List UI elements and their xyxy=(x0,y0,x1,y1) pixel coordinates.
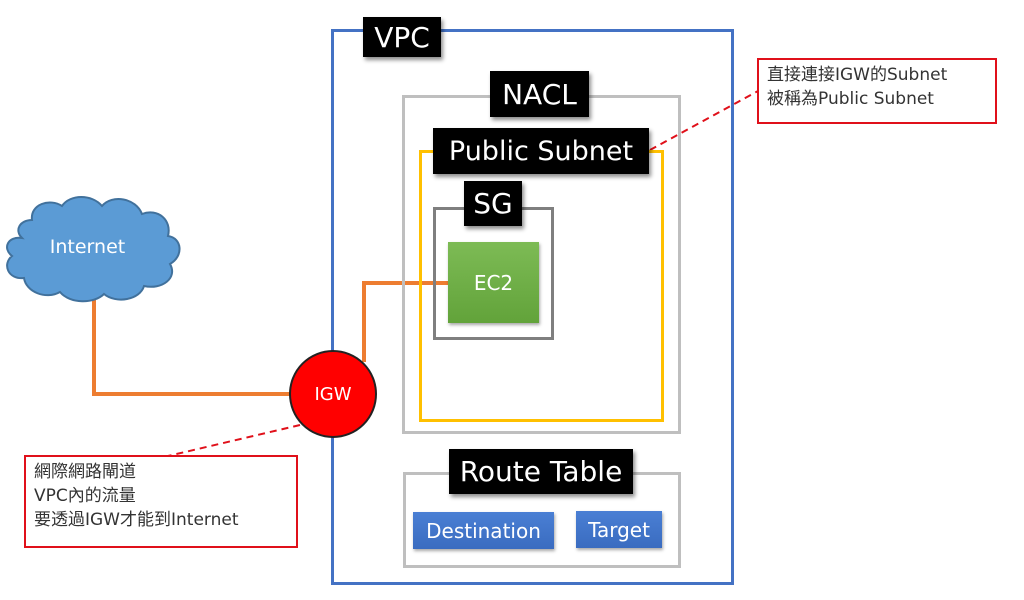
callout-line: 網際網路閘道 xyxy=(34,462,136,482)
igw-label: IGW xyxy=(314,383,352,405)
igw-callout: 網際網路閘道 VPC內的流量 要透過IGW才能到Internet xyxy=(24,455,298,548)
public-subnet-callout: 直接連接IGW的Subnet 被稱為Public Subnet xyxy=(757,58,997,124)
public-subnet-label: Public Subnet xyxy=(433,128,649,174)
vpc-container xyxy=(331,29,734,585)
igw-leader-line xyxy=(167,424,301,457)
internet-igw-connector xyxy=(92,300,292,396)
vpc-label: VPC xyxy=(363,17,441,57)
internet-label: Internet xyxy=(49,236,126,258)
ec2-instance: EC2 xyxy=(448,242,539,323)
security-group-label: SG xyxy=(464,181,522,226)
callout-line: 直接連接IGW的Subnet xyxy=(767,65,948,85)
ec2-label: EC2 xyxy=(473,270,514,295)
internet-cloud-icon xyxy=(6,196,181,303)
callout-line: 被稱為Public Subnet xyxy=(767,89,934,109)
route-table-destination-column: Destination xyxy=(413,512,554,549)
callout-line: 要透過IGW才能到Internet xyxy=(34,510,239,530)
igw-node: IGW xyxy=(289,350,377,438)
route-table-target-column: Target xyxy=(576,511,662,548)
nacl-label: NACL xyxy=(490,71,589,117)
route-table-label: Route Table xyxy=(449,449,633,494)
callout-line: VPC內的流量 xyxy=(34,486,136,506)
public-subnet-leader-line xyxy=(649,90,759,151)
